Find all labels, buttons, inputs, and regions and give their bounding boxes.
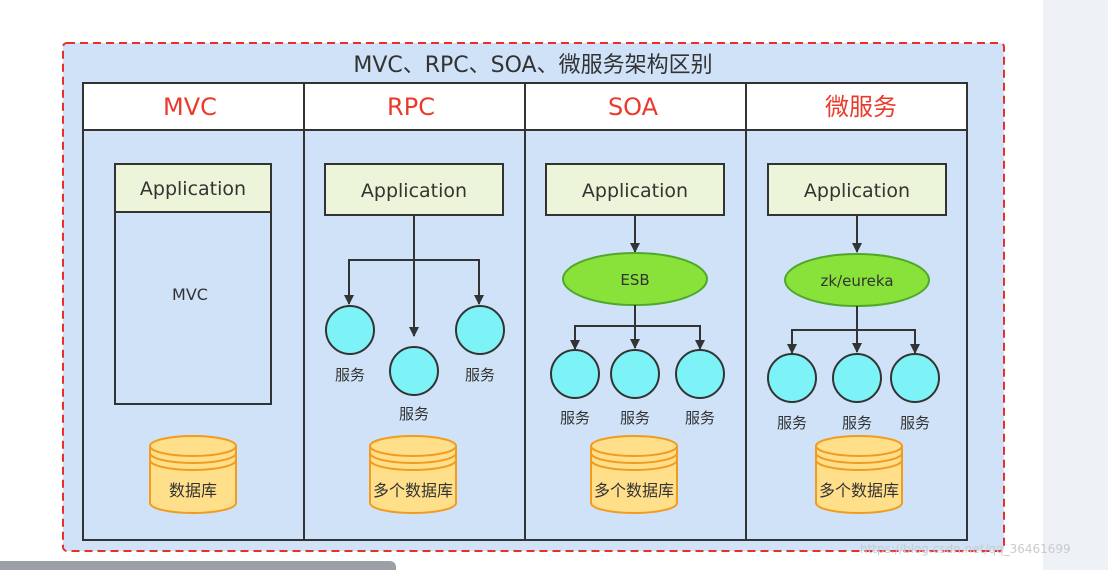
mvc-inner-label: MVC — [172, 285, 208, 304]
application-box — [545, 163, 725, 216]
connector — [348, 259, 480, 303]
service-label: 服务 — [620, 409, 650, 427]
hub-label: zk/eureka — [820, 272, 893, 290]
service-node — [455, 305, 505, 355]
service-label: 服务 — [399, 405, 429, 423]
database-label: 多个数据库 — [819, 481, 899, 500]
service-label: 服务 — [777, 414, 807, 432]
column-header-microservice: 微服务 — [825, 93, 897, 121]
service-label: 服务 — [685, 409, 715, 427]
service-label: 服务 — [842, 414, 872, 432]
service-node — [610, 349, 660, 399]
watermark: https://blog.csdn.net/qq_36461699 — [860, 542, 1071, 556]
hub-label: ESB — [620, 271, 649, 289]
service-node — [325, 305, 375, 355]
diagram-title: MVC、RPC、SOA、微服务架构区别 — [353, 53, 712, 78]
service-label: 服务 — [465, 366, 495, 384]
column-header-mvc: MVC — [163, 93, 217, 121]
application-label: Application — [361, 180, 467, 202]
service-node — [675, 349, 725, 399]
application-box — [114, 163, 272, 213]
application-label: Application — [582, 180, 688, 202]
service-label: 服务 — [335, 366, 365, 384]
database-label: 多个数据库 — [373, 481, 453, 500]
bottom-bar — [0, 561, 396, 570]
database-icon — [149, 435, 237, 514]
column-header-soa: SOA — [608, 93, 659, 121]
database-icon — [590, 435, 678, 514]
service-label: 服务 — [900, 414, 930, 432]
application-box — [324, 163, 504, 216]
side-strip — [1043, 0, 1108, 570]
application-label: Application — [804, 180, 910, 202]
database-label: 数据库 — [169, 481, 217, 500]
database-label: 多个数据库 — [594, 481, 674, 500]
application-box — [767, 163, 947, 216]
service-node — [550, 349, 600, 399]
application-label: Application — [140, 178, 246, 200]
column-header-rpc: RPC — [387, 93, 435, 121]
database-icon — [815, 435, 903, 514]
database-icon — [369, 435, 457, 514]
service-node — [890, 353, 940, 403]
service-node — [832, 353, 882, 403]
service-node — [767, 353, 817, 403]
service-label: 服务 — [560, 409, 590, 427]
service-node — [389, 346, 439, 396]
